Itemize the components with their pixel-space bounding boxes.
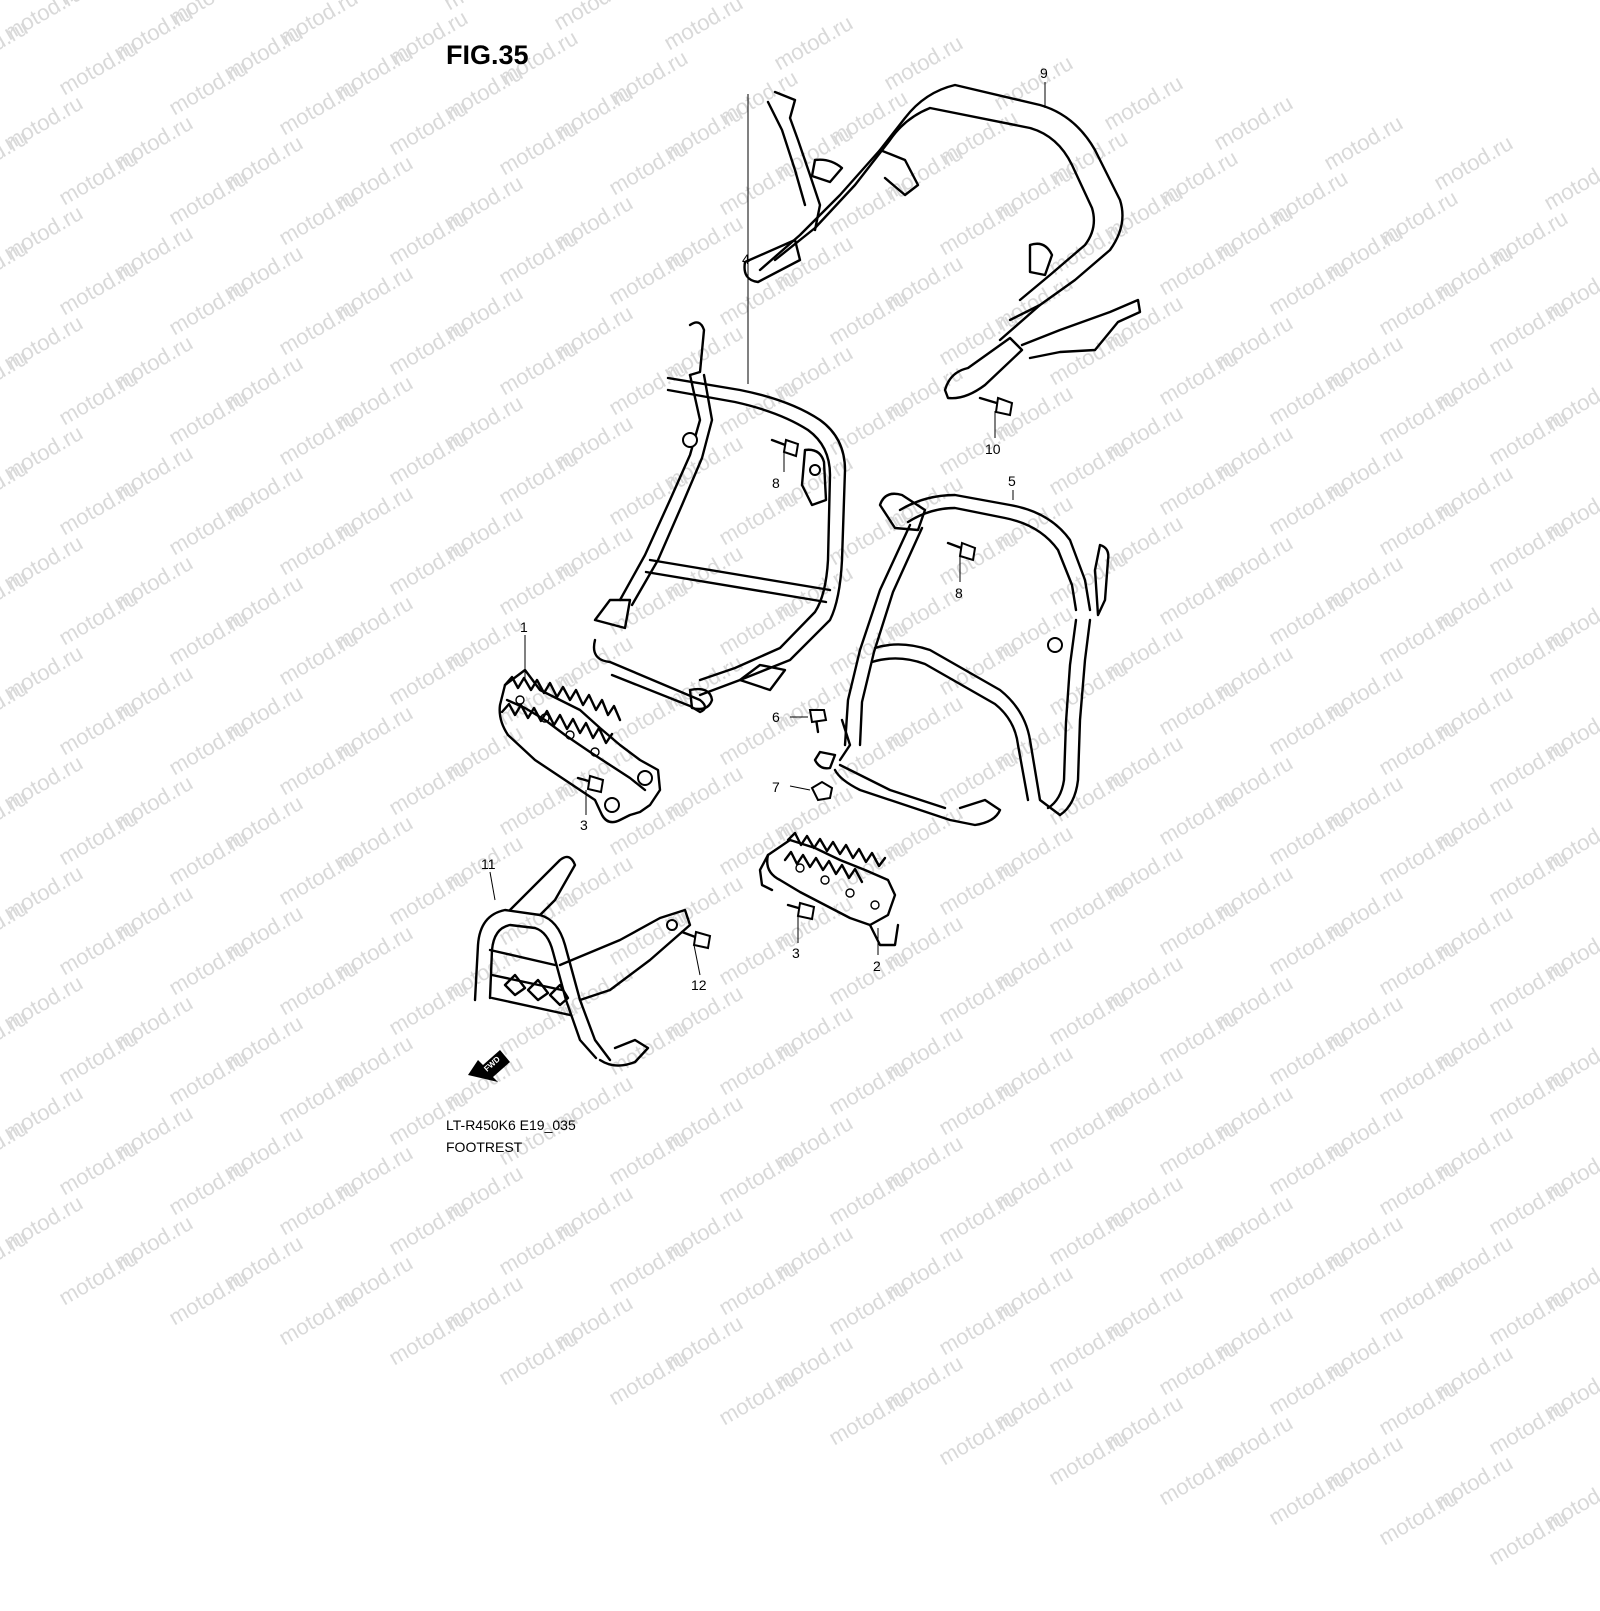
part-11-front-guard	[473, 855, 692, 1067]
callout-3-left: 3	[580, 817, 588, 833]
bolt-6	[808, 709, 828, 734]
watermark-text: motod.ru	[329, 1250, 418, 1316]
watermark-text: motod.ru	[1374, 1375, 1463, 1441]
watermark-text: motod.ru	[659, 1310, 748, 1376]
watermark-text: motod.ru	[1429, 1340, 1518, 1406]
watermark-text: motod.ru	[1044, 1315, 1133, 1381]
figure-title: FIG.35	[446, 40, 529, 70]
watermark-text: motod.ru	[109, 1210, 198, 1276]
callout-8-right: 8	[955, 585, 963, 601]
watermark-text: motod.ru	[1154, 1445, 1243, 1511]
watermark-text: motod.ru	[384, 1305, 473, 1371]
watermark-text: motod.ru	[1484, 1505, 1573, 1571]
watermark-text: motod.ru	[384, 1195, 473, 1261]
watermark-text: motod.ru	[1594, 1525, 1600, 1591]
watermark-text: motod.ru	[879, 1350, 968, 1416]
part-4-left-bracket	[592, 321, 847, 714]
watermark-text: motod.ru	[1429, 1450, 1518, 1516]
watermark-text: motod.ru	[494, 1215, 583, 1281]
watermark-text: motod.ru	[1319, 1320, 1408, 1386]
watermark-text: motod.ru	[54, 1245, 143, 1311]
watermark-text: motod.ru	[439, 1270, 528, 1336]
watermark-text: motod.ru	[659, 1200, 748, 1266]
watermark-text: motod.ru	[604, 1345, 693, 1411]
watermark-text: motod.ru	[1264, 1245, 1353, 1311]
watermark-text: motod.ru	[824, 1385, 913, 1451]
watermark-text: motod.ru	[0, 1225, 33, 1291]
watermark-text: motod.ru	[824, 1275, 913, 1341]
bolt-3-left	[576, 774, 605, 794]
watermark-text: motod.ru	[1594, 1195, 1600, 1261]
watermark-text: motod.ru	[1484, 1285, 1573, 1351]
bolt-3-right	[786, 901, 816, 921]
callout-10: 10	[985, 441, 1001, 457]
callout-4: 4	[742, 251, 750, 267]
watermark-text: motod.ru	[989, 1260, 1078, 1326]
watermark-text: motod.ru	[1099, 1280, 1188, 1346]
callout-3-right: 3	[792, 945, 800, 961]
watermark-text: motod.ru	[1429, 1230, 1518, 1296]
watermark-text: motod.ru	[769, 1330, 858, 1396]
watermark-text: motod.ru	[1209, 1300, 1298, 1366]
nut-7	[810, 780, 834, 802]
watermark-text: motod.ru	[1539, 1360, 1600, 1426]
bolt-12	[680, 930, 712, 950]
watermark-text: motod.ru	[1539, 1470, 1600, 1536]
bolt-10	[978, 396, 1014, 417]
watermark-text: motod.ru	[274, 1285, 363, 1351]
callout-12: 12	[691, 977, 707, 993]
watermark-text: motod.ru	[1374, 1485, 1463, 1551]
watermark-text: motod.ru	[1099, 1390, 1188, 1456]
watermark-text: motod.ru	[1319, 1210, 1408, 1276]
figure-code: LT-R450K6 E19_035	[446, 1117, 576, 1133]
callout-2: 2	[873, 958, 881, 974]
watermark-text: motod.ru	[604, 1235, 693, 1301]
figure-name: FOOTREST	[446, 1139, 523, 1155]
bolt-8-left	[770, 438, 800, 458]
callout-1: 1	[520, 619, 528, 635]
callout-11: 11	[481, 856, 496, 872]
watermark-text: motod.ru	[494, 1325, 583, 1391]
watermark-text: motod.ru	[1209, 1410, 1298, 1476]
watermark-text: motod.ru	[549, 1290, 638, 1356]
callout-5: 5	[1008, 473, 1016, 489]
watermark-text: motod.ru	[1319, 1430, 1408, 1496]
watermark-text: motod.ru	[1594, 1415, 1600, 1481]
watermark-text: motod.ru	[714, 1255, 803, 1321]
watermark-text: motod.ru	[714, 1365, 803, 1431]
exploded-parts-diagram: FWD 1 2 3 3 4 5 6 7 8 8 9 10 11 12	[468, 65, 1142, 1082]
watermark-text: motod.ru	[1154, 1335, 1243, 1401]
watermark-text: motod.ru	[934, 1295, 1023, 1361]
callout-8-left: 8	[772, 475, 780, 491]
part-2-right-peg	[758, 831, 900, 947]
watermark-text: motod.ru	[1374, 1265, 1463, 1331]
bolt-8-right	[946, 541, 977, 562]
watermark-text: motod.ru	[934, 1405, 1023, 1471]
watermark-text: motod.ru	[1264, 1355, 1353, 1421]
watermark-text: motod.ru	[164, 1265, 253, 1331]
callout-6: 6	[772, 709, 780, 725]
watermark-text: motod.ru	[1154, 1225, 1243, 1291]
watermark-text: motod.ru	[989, 1370, 1078, 1436]
part-1-left-peg	[498, 668, 662, 824]
part-5-right-bracket	[813, 492, 1110, 827]
watermark-text: motod.ru	[879, 1240, 968, 1306]
watermark-text: motod.ru	[1539, 1250, 1600, 1316]
watermark-text: motod.ru	[219, 1230, 308, 1296]
watermark-text: motod.ru	[1264, 1465, 1353, 1531]
watermark-text: motod.ru	[769, 1220, 858, 1286]
watermark-text: motod.ru	[1484, 1395, 1573, 1461]
watermark-text: motod.ru	[1044, 1425, 1133, 1491]
callout-7: 7	[772, 779, 780, 795]
watermark-text: motod.ru	[1044, 1205, 1133, 1271]
fwd-arrow-icon: FWD	[468, 1050, 510, 1082]
watermark-text: motod.ru	[1594, 1305, 1600, 1371]
callout-9: 9	[1040, 65, 1048, 81]
part-9-rear-bar	[743, 83, 1142, 400]
